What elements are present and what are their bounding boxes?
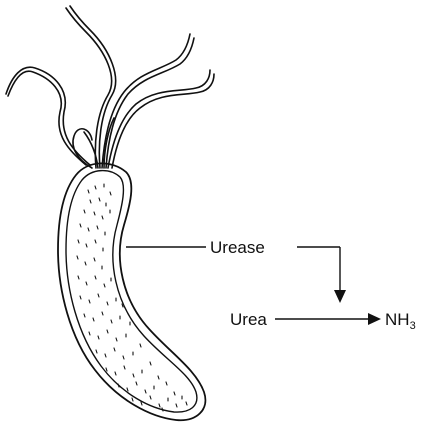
reaction-arrow-head [368, 313, 381, 325]
bacterium-body [58, 163, 205, 420]
flagella [6, 6, 214, 168]
nh-text: NH [385, 310, 410, 329]
nh3-label: NH3 [385, 310, 416, 332]
nh3-subscript: 3 [410, 320, 416, 332]
urease-label: Urease [210, 238, 265, 257]
down-arrow-head [334, 290, 346, 303]
urea-label: Urea [230, 310, 267, 329]
cytoplasm-dots [77, 184, 187, 411]
